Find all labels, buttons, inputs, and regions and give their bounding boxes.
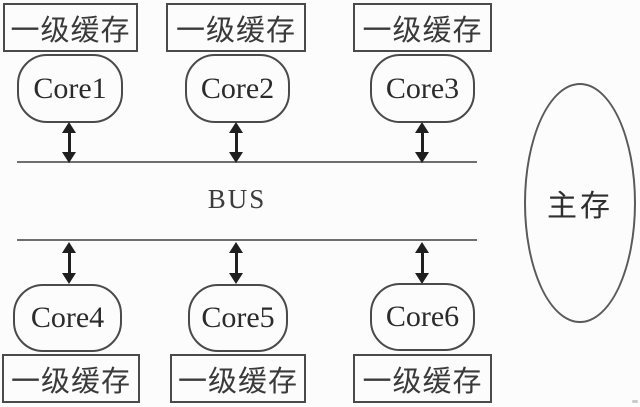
l1-cache-box-core2: 一级缓存 [166,3,306,52]
core4-node: Core4 [13,284,122,352]
arrow-up-icon [229,122,243,133]
l1-cache-box-core4: 一级缓存 [2,354,140,403]
l1-cache-box-core1: 一级缓存 [3,3,138,52]
arrow-up-icon [229,242,243,253]
core5-bus-double-arrow [229,242,243,284]
arrow-up-icon [415,242,429,253]
arrow-down-icon [62,152,76,163]
arrow-up-icon [415,122,429,133]
bus-label: BUS [207,184,267,214]
core5-node: Core5 [188,284,288,352]
core2-node: Core2 [185,54,290,123]
arrow-down-icon [229,152,243,163]
l1-cache-box-core6: 一级缓存 [353,354,492,403]
bus-top-line [17,161,477,163]
core3-node: Core3 [370,54,475,123]
arrow-down-icon [62,273,76,284]
core3-bus-double-arrow [415,122,429,163]
scan-artifact [632,400,638,403]
core1-bus-double-arrow [62,122,76,163]
arrow-down-icon [415,273,429,284]
l1-cache-box-core3: 一级缓存 [353,3,492,52]
bus-bottom-line [17,239,477,241]
core1-node: Core1 [17,54,123,123]
arrow-down-icon [415,152,429,163]
core6-node: Core6 [370,283,475,351]
core2-bus-double-arrow [229,122,243,163]
main-memory-node: 主存 [524,83,636,323]
arrow-up-icon [62,122,76,133]
arrow-up-icon [62,242,76,253]
core6-bus-double-arrow [415,242,429,284]
arrow-down-icon [229,273,243,284]
l1-cache-box-core5: 一级缓存 [170,354,306,403]
core4-bus-double-arrow [62,242,76,284]
